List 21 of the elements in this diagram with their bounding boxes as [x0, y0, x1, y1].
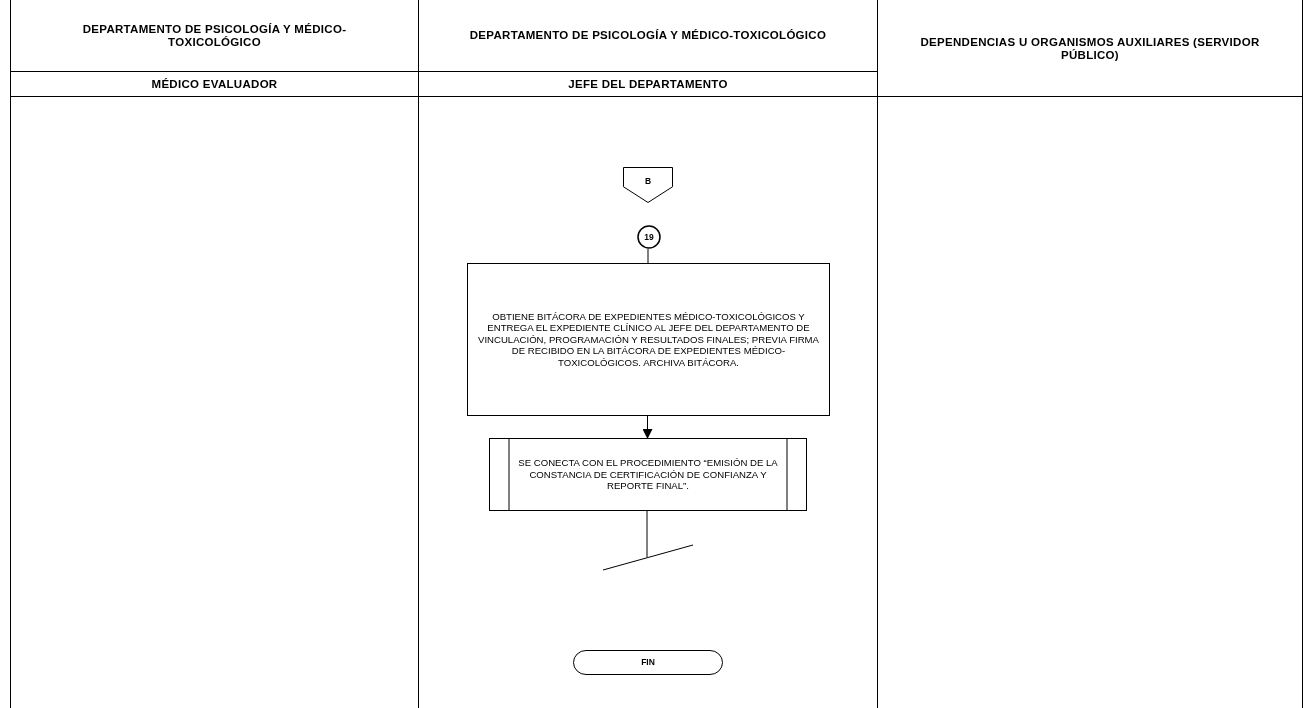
terminator-label: FIN	[641, 657, 655, 668]
process-text: OBTIENE BITÁCORA DE EXPEDIENTES MÉDICO-TOXICOLÓGICOS Y ENTREGA EL EXPEDIENTE CLÍNICO AL JEFE DEL DEPARTAMENTO DE VINCULACIÓN, PROGRAMACIÓN Y RESULTADOS FINALES; PREVIA FIRMA DE RECIBIDO EN LA BITÁCORA DE EXPEDIENTES MÉDICO-TOXICOLÓGICOS. ARCHIVA BITÁCORA.	[477, 310, 820, 369]
arrow	[642, 415, 653, 439]
off-page-connector	[623, 167, 673, 203]
process-text: SE CONECTA CON EL PROCEDIMIENTO “EMISIÓN DE LA CONSTANCIA DE CERTIFICACIÓN DE CONFIANZA Y REPORTE FINAL”.	[517, 457, 779, 492]
connector-line	[646, 510, 648, 558]
terminator	[573, 650, 723, 675]
swimlane	[10, 0, 419, 708]
lane-header: DEPARTAMENTO DE PSICOLOGÍA Y MÉDICO-TOXICOLÓGICO	[419, 0, 877, 72]
lane-subheader: JEFE DEL DEPARTAMENTO	[419, 72, 877, 97]
connector-line	[647, 248, 649, 264]
connector-label: B	[644, 175, 652, 187]
step-number-circle	[637, 225, 661, 249]
lane-subheader: MÉDICO EVALUADOR	[11, 72, 418, 97]
predefined-process-box	[489, 438, 807, 511]
lane-header: DEPENDENCIAS U ORGANISMOS AUXILIARES (SERVIDOR PÚBLICO)	[878, 0, 1302, 97]
process-box	[467, 263, 830, 416]
lane-header: DEPARTAMENTO DE PSICOLOGÍA Y MÉDICO-TOXICOLÓGICO	[11, 0, 418, 72]
swimlane	[877, 0, 1303, 708]
step-number: 19	[644, 231, 654, 243]
cut-line	[603, 545, 693, 570]
